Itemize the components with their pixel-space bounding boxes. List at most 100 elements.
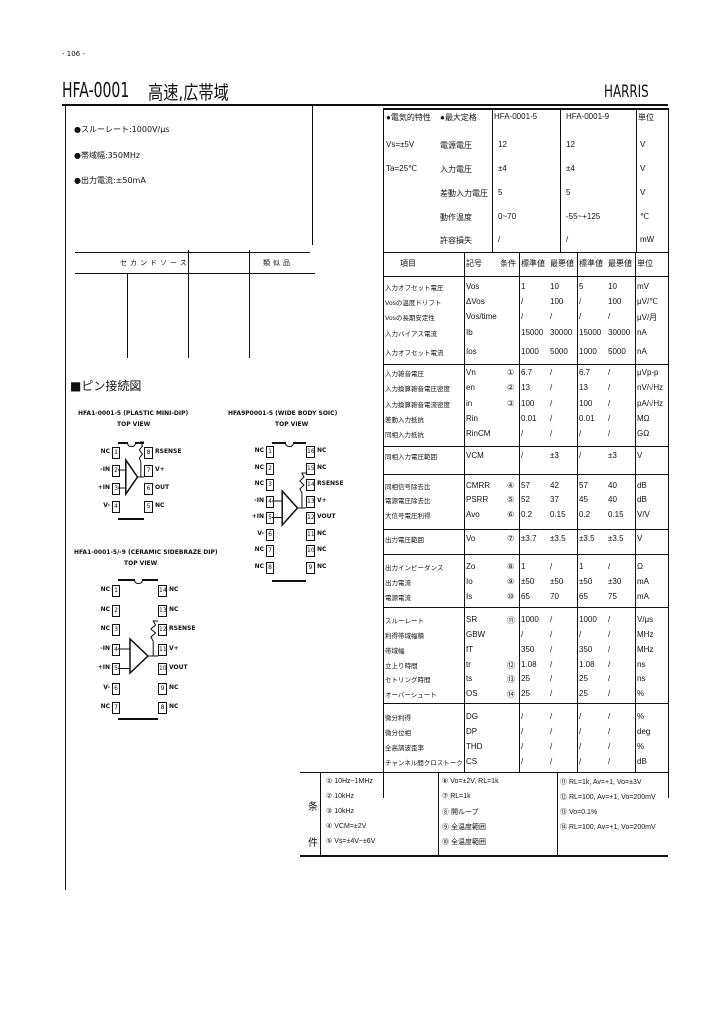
- max-ratings-value: 5: [566, 188, 571, 197]
- typ-9: 1.08: [579, 660, 595, 669]
- param-name: 入力換算雑音電圧密度: [385, 386, 450, 393]
- package-name: HFA1-0001-5 (PLASTIC MINI-DIP): [78, 410, 189, 417]
- right-border: [668, 108, 669, 798]
- max-9: /: [608, 414, 611, 423]
- unit: μV/℃: [637, 297, 659, 306]
- pin-label: VOUT: [317, 513, 336, 520]
- param-name: 同相入力抵抗: [385, 432, 424, 439]
- param-name: 電源電圧除去比: [385, 498, 431, 505]
- unit: mA: [637, 577, 649, 586]
- condition-ref: ⑭: [507, 690, 515, 699]
- typ-5: 0.01: [521, 414, 537, 423]
- conditions-label: 条件: [308, 802, 318, 849]
- pin-label: NC: [100, 448, 110, 455]
- pin-number: 10: [306, 545, 315, 557]
- param-name: 微分利得: [385, 715, 411, 722]
- pin-number: 14: [306, 479, 315, 491]
- max-5: 70: [550, 592, 559, 601]
- typ-5: /: [521, 712, 524, 721]
- pin-label: RSENSE: [317, 480, 344, 487]
- typ-5: /: [521, 451, 524, 460]
- feature-output-current: ●出力電流:±50mA: [74, 176, 146, 185]
- param-name: 入力雑音電圧: [385, 371, 424, 378]
- typ-5: ±50: [521, 577, 535, 586]
- typ-9: /: [579, 727, 582, 736]
- max-5: /: [550, 674, 553, 683]
- typ-9: /: [579, 297, 582, 306]
- max-ratings-value: 0~70: [498, 212, 517, 221]
- symbol: CMRR: [466, 481, 490, 490]
- max-9: /: [608, 645, 611, 654]
- conditions-top-rule: [300, 772, 668, 773]
- pin-number: 5: [112, 663, 120, 675]
- pin-label: NC: [100, 605, 110, 613]
- condition-ref: ⑧: [507, 562, 515, 571]
- top-view-label: TOP VIEW: [117, 421, 151, 428]
- typ-9: 0.01: [579, 414, 595, 423]
- typ-5: 1000: [521, 347, 539, 356]
- typ-9: 1000: [579, 615, 597, 624]
- pin-label: NC: [169, 586, 179, 593]
- typ-5: 15000: [521, 328, 544, 337]
- param-name: 立上り時間: [385, 663, 418, 670]
- max-5: /: [550, 630, 553, 639]
- pin-label: V-: [257, 529, 264, 537]
- condition-ref: ①: [507, 368, 515, 377]
- max-ratings-value: ±4: [566, 164, 575, 173]
- typ-5: /: [521, 630, 524, 639]
- spec-header: 単位: [637, 259, 653, 268]
- max-ratings-param: 入力電圧: [440, 165, 472, 174]
- unit: MHz: [637, 645, 654, 654]
- header-rule: [62, 104, 668, 106]
- max-9: /: [608, 712, 611, 721]
- max-9: /: [608, 742, 611, 751]
- condition-note: ⑤ Vs=±4V~±6V: [326, 838, 376, 845]
- pin-number: 16: [306, 446, 315, 458]
- left-border: [65, 105, 66, 890]
- max-5: 0.15: [550, 510, 566, 519]
- typ-9: /: [579, 312, 582, 321]
- unit: dB: [637, 757, 647, 766]
- spec-header: 項目: [400, 259, 416, 268]
- condition-note: ⑪ RL=1k, Av=+1, Vo=±3V: [560, 779, 642, 786]
- max-5: /: [550, 757, 553, 766]
- pin-label: NC: [169, 605, 179, 613]
- max-9: 75: [608, 592, 617, 601]
- typ-9: 5: [579, 282, 584, 291]
- pin-number: 1: [112, 447, 120, 459]
- max-5: /: [550, 383, 553, 392]
- pin-number: 14: [158, 585, 167, 597]
- param-name: 出力電圧範囲: [385, 537, 424, 544]
- pin-number: 11: [158, 643, 167, 656]
- max-9: /: [608, 368, 611, 377]
- param-name: スルーレート: [385, 618, 424, 625]
- max-9: /: [608, 674, 611, 683]
- pin1-notch: [285, 442, 294, 447]
- max-5: ±50: [550, 577, 564, 586]
- pin-number: 6: [144, 483, 153, 495]
- typ-9: ±3.5: [579, 534, 595, 543]
- max-5: /: [550, 689, 553, 698]
- spec-column-divider: [577, 252, 578, 772]
- top-view-label: TOP VIEW: [275, 421, 309, 428]
- typ-5: /: [521, 297, 524, 306]
- ss-divider-2: [188, 250, 189, 358]
- pin-label: +IN: [97, 484, 110, 491]
- pin-number: 10: [158, 663, 167, 675]
- typ-9: 45: [579, 495, 588, 504]
- max-5: /: [550, 429, 553, 438]
- unit: Ω: [637, 562, 643, 571]
- pin-label: V+: [169, 644, 179, 652]
- max-5: /: [550, 742, 553, 751]
- similar-rule: [245, 252, 310, 253]
- param-name: 帯域幅: [385, 648, 405, 655]
- condition-note: ⑩ 全温度範囲: [442, 839, 486, 846]
- max-ratings-value: /: [498, 235, 501, 244]
- pin-label: NC: [317, 463, 327, 471]
- symbol: DG: [466, 712, 478, 721]
- op-amp-symbol-icon: [118, 441, 144, 497]
- typ-9: 25: [579, 689, 588, 698]
- typ-5: 1000: [521, 615, 539, 624]
- symbol: VCM: [466, 451, 484, 460]
- max-5: 100: [550, 297, 564, 306]
